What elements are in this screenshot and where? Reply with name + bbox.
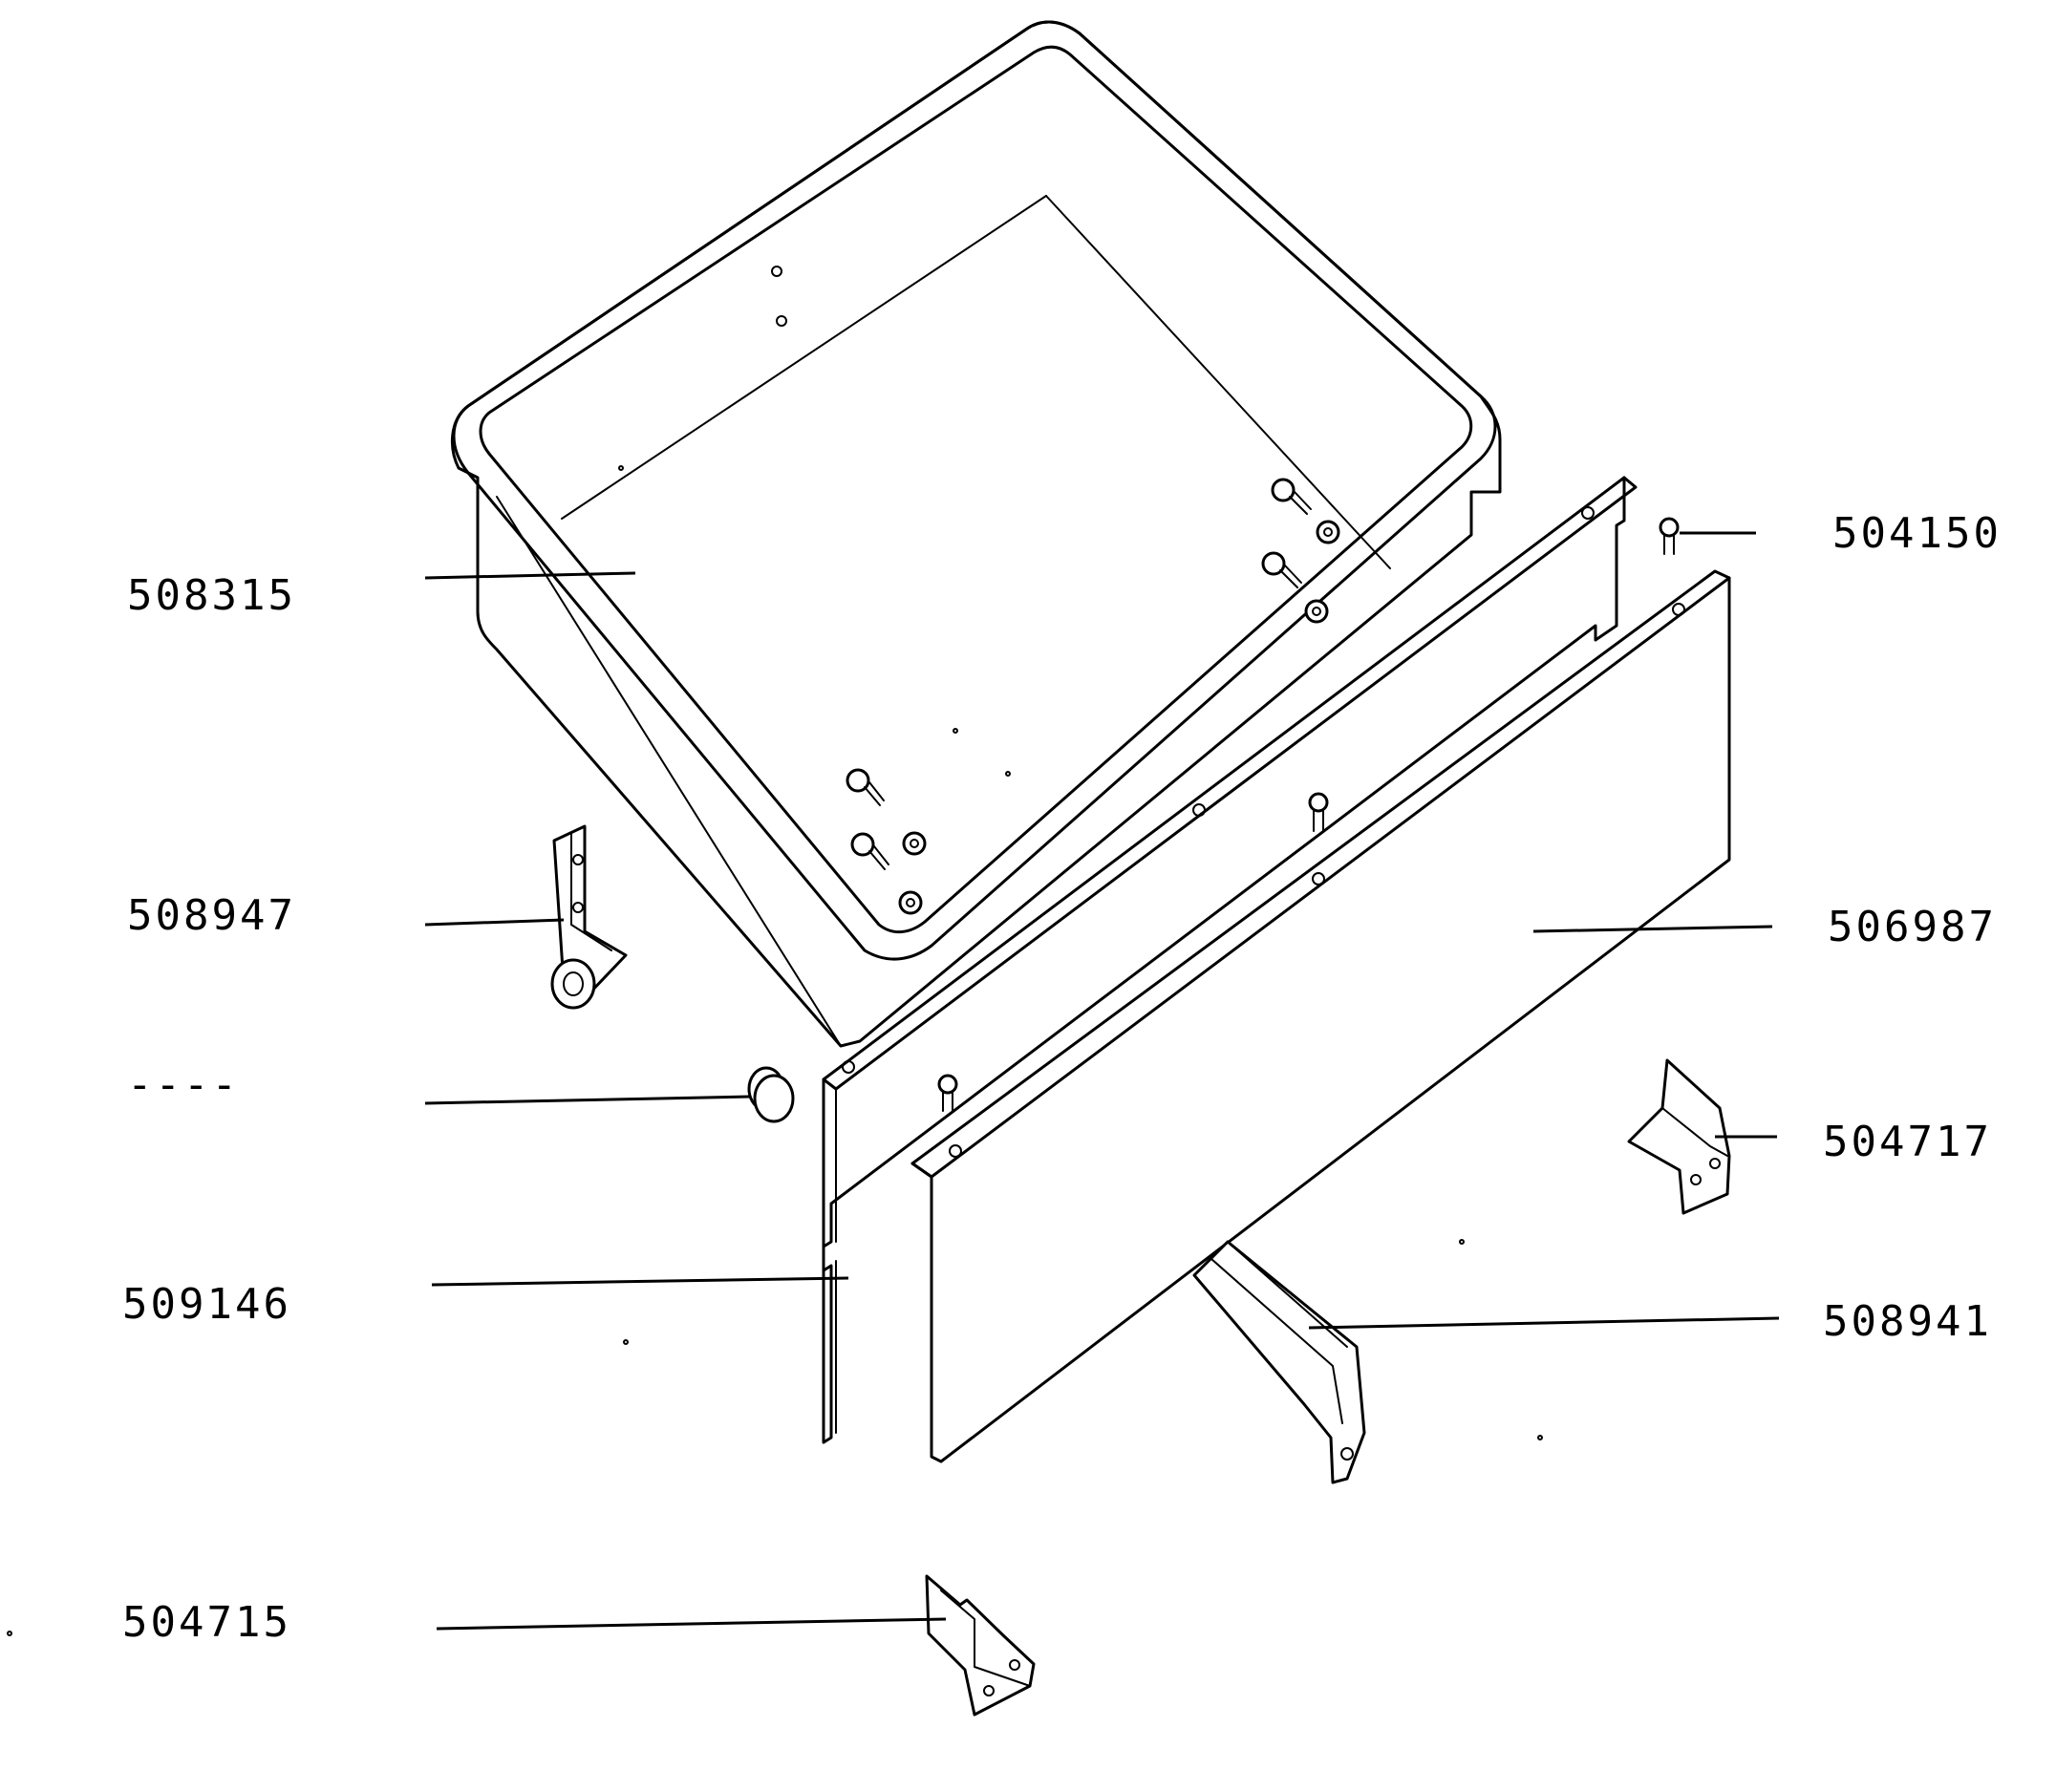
leader-508315: [424, 571, 636, 580]
front-panel: [910, 569, 1731, 1463]
leader-lines: [424, 531, 1780, 1631]
screw-set-right: [1261, 478, 1340, 624]
label-504150: 504150: [1832, 509, 2002, 558]
part-labels: 508315 508947 ---- 509146 504715 504150 …: [122, 509, 2002, 1647]
leader-509146: [431, 1276, 849, 1287]
knob: [747, 1066, 795, 1123]
label-508941: 508941: [1823, 1297, 1992, 1346]
screw-set-left: [846, 768, 927, 915]
drawer-tub: [450, 20, 1502, 1048]
right-bracket: [1627, 1058, 1731, 1215]
inner-panel: [822, 476, 1638, 1444]
label-504715: 504715: [122, 1598, 291, 1647]
label-508315: 508315: [127, 571, 296, 620]
label-504717: 504717: [1823, 1118, 1992, 1166]
leader-508947: [424, 918, 565, 927]
label-knob: ----: [127, 1060, 240, 1109]
label-508947: 508947: [127, 891, 296, 940]
leader-504715: [436, 1617, 947, 1631]
leader-knob: [424, 1095, 751, 1105]
bottom-bracket: [925, 1574, 1036, 1717]
leader-508941: [1308, 1316, 1780, 1330]
label-509146: 509146: [122, 1280, 291, 1329]
label-506987: 506987: [1828, 903, 1997, 951]
rivet-center: [1308, 792, 1329, 832]
rivet-left: [937, 1074, 958, 1112]
leader-506987: [1532, 925, 1773, 933]
rivet-right: [1659, 517, 1680, 555]
roller-bracket: [550, 824, 628, 1010]
rail: [1192, 1240, 1366, 1484]
